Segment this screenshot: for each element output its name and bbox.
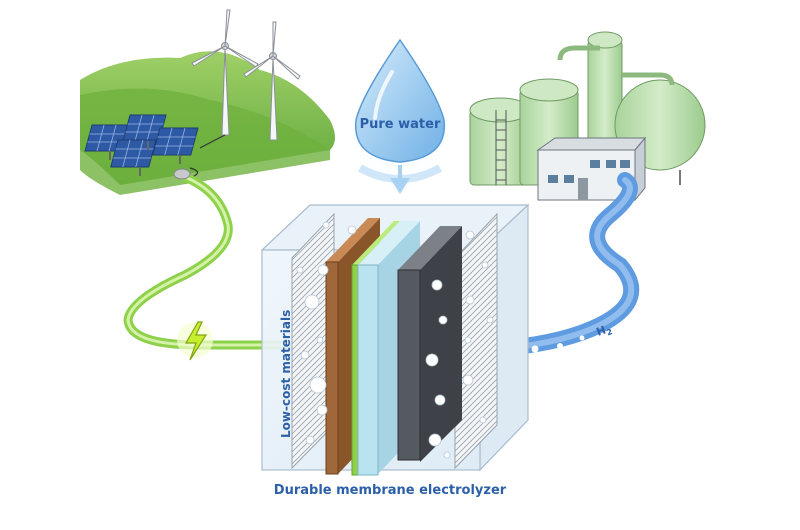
wind-turbine-icon bbox=[243, 21, 301, 141]
electrolyzer-label: Durable membrane electrolyzer bbox=[274, 483, 507, 498]
lightning-icon bbox=[177, 321, 213, 361]
gas-bubbles bbox=[296, 221, 494, 459]
pure-water-label: Pure water bbox=[360, 117, 441, 132]
water-drop-icon bbox=[345, 38, 455, 180]
electrolyzer-cell bbox=[260, 203, 530, 476]
down-arrow-icon bbox=[358, 164, 442, 194]
hydrogen-symbol: H bbox=[595, 323, 608, 338]
catalyst-layer bbox=[357, 264, 379, 476]
green-hills bbox=[80, 51, 335, 195]
solar-panel-icon bbox=[84, 114, 199, 176]
hydrogen-label: H2 bbox=[595, 322, 614, 341]
hydrogen-subscript: 2 bbox=[605, 327, 613, 337]
anode-plate bbox=[325, 261, 339, 475]
low-cost-materials-label: Low-cost materials bbox=[279, 310, 293, 438]
cathode-plate bbox=[397, 269, 421, 461]
wind-turbine-icon bbox=[191, 9, 259, 136]
membrane bbox=[351, 264, 359, 476]
